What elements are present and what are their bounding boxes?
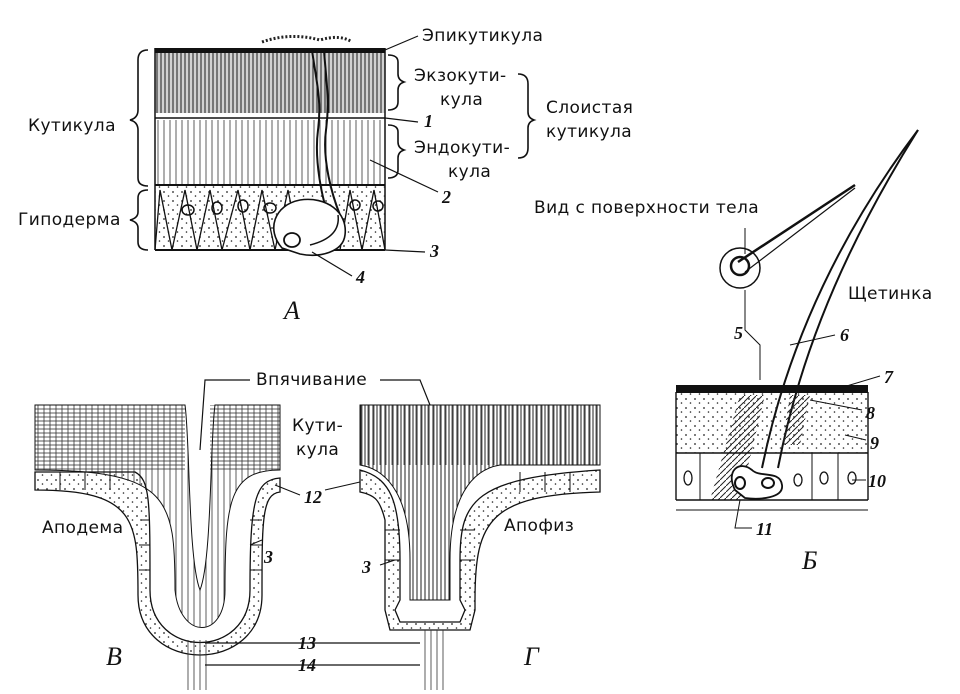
label-apodeme: Аподема: [42, 518, 124, 538]
number-8: 8: [866, 403, 875, 423]
number-7: 7: [884, 367, 893, 387]
number-6: 6: [840, 325, 849, 345]
number-5: 5: [734, 323, 743, 343]
number-4: 4: [356, 267, 365, 287]
label-surface-view: Вид с поверхности тела: [534, 198, 760, 218]
number-1: 1: [424, 111, 433, 131]
number-14: 14: [298, 655, 316, 675]
label-exocuticle-line1: Экзокути-: [414, 66, 507, 86]
number-3-b: 3: [264, 547, 273, 567]
label-apophysis: Апофиз: [504, 516, 575, 536]
label-layered-line1: Слоистая: [546, 98, 634, 118]
label-seta: Щетинка: [848, 284, 933, 304]
number-10: 10: [868, 471, 886, 491]
panel-a-drawing: [129, 35, 537, 277]
panel-letter-g: Г: [524, 642, 539, 671]
number-3-c: 3: [362, 557, 371, 577]
panel-letter-v: В: [106, 642, 122, 671]
label-endocuticle-line1: Эндокути-: [414, 138, 511, 158]
number-11: 11: [756, 519, 774, 539]
label-epicuticle: Эпикутикула: [422, 26, 544, 46]
label-hypodermis: Гиподерма: [18, 210, 121, 230]
label-cuticle: Кутикула: [28, 116, 116, 136]
panel-g-drawing: [324, 379, 601, 690]
label-exocuticle-line2: кула: [440, 90, 484, 110]
panel-b-drawing: [675, 129, 919, 529]
number-3-a: 3: [430, 241, 439, 261]
number-13: 13: [298, 633, 316, 653]
label-cuticle-b-line1: Кути-: [292, 416, 344, 436]
panel-letter-b: Б: [802, 546, 818, 575]
number-12: 12: [304, 487, 322, 507]
label-invagination: Впячивание: [256, 370, 368, 390]
number-9: 9: [870, 433, 879, 453]
panel-letter-a: А: [284, 296, 300, 325]
label-layered-line2: кутикула: [546, 122, 633, 142]
panel-v-drawing: [34, 379, 420, 690]
label-endocuticle-line2: кула: [448, 162, 492, 182]
label-cuticle-b-line2: кула: [296, 440, 340, 460]
number-2: 2: [442, 187, 451, 207]
